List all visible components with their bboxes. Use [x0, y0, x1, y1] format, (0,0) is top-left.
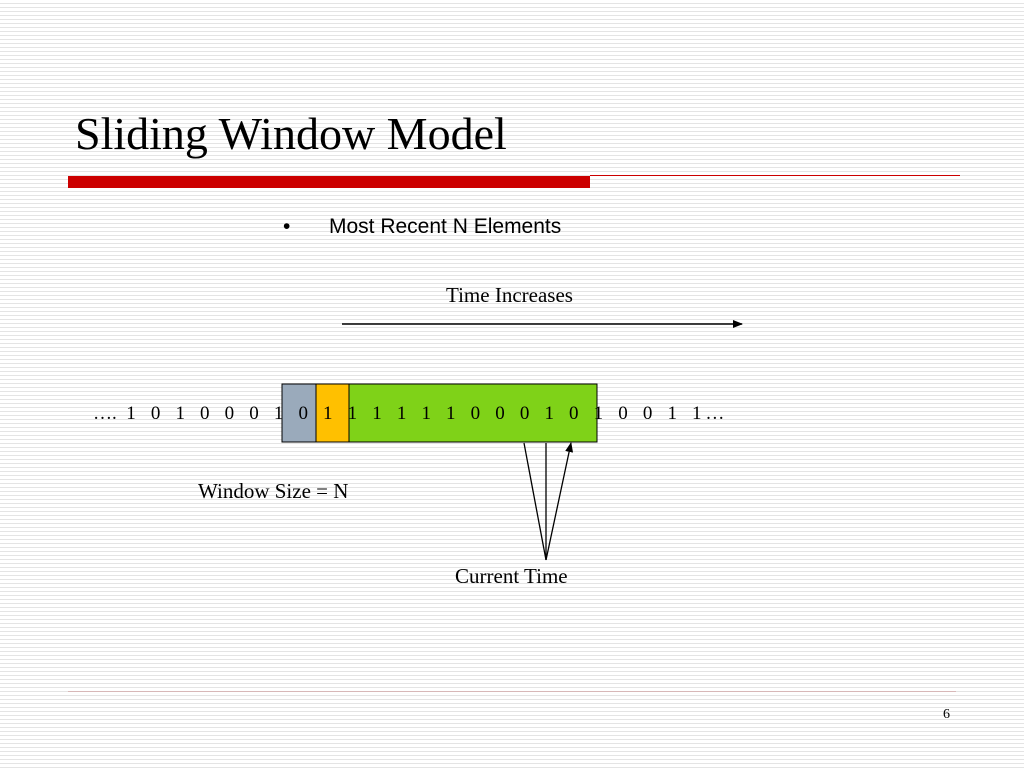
bit-8: 0 [298, 403, 308, 424]
bit-19: 0 [569, 403, 579, 424]
bullet-point: • Most Recent N Elements [283, 214, 561, 240]
bit-6: 0 [249, 403, 259, 424]
bit-16: 0 [495, 403, 505, 424]
footer-divider [68, 691, 956, 692]
bit-1: 1 [126, 403, 136, 424]
bit-4: 0 [200, 403, 210, 424]
bit-15: 0 [470, 403, 481, 424]
bit-2: 0 [150, 403, 161, 424]
bit-17: 0 [519, 403, 530, 424]
oldest-window-element-box [315, 383, 350, 443]
title-underline-rule [590, 175, 960, 176]
window-box [348, 383, 598, 443]
bit-23: 1 [667, 403, 677, 424]
bullet-dot: • [283, 215, 291, 238]
slide-title: Sliding Window Model [75, 108, 507, 159]
bit-24: 1 [692, 403, 702, 424]
sequence-prefix: …. [93, 403, 117, 424]
bit-11: 1 [372, 403, 382, 424]
bit-9: 1 [323, 403, 333, 424]
bit-7: 1 [273, 403, 284, 424]
page-number: 6 [943, 707, 950, 722]
title-underline-bar [68, 176, 590, 188]
current-time-label: Current Time [455, 564, 568, 588]
bit-14: 1 [446, 403, 456, 424]
sequence-suffix: … [705, 403, 725, 424]
bit-21: 0 [618, 403, 628, 424]
expired-element-box [281, 383, 317, 443]
bit-3: 1 [175, 403, 185, 424]
bit-13: 1 [421, 403, 431, 424]
time-increases-label: Time Increases [446, 283, 573, 307]
bit-12: 1 [396, 403, 407, 424]
current-time-pointer-left [523, 442, 547, 561]
bit-20: 1 [593, 403, 604, 424]
bit-22: 0 [642, 403, 653, 424]
bit-10: 1 [347, 403, 358, 424]
bullet-text: Most Recent N Elements [329, 215, 562, 238]
bit-5: 0 [224, 403, 235, 424]
current-time-pointer-right [545, 442, 574, 561]
bit-18: 1 [544, 403, 554, 424]
window-size-label: Window Size = N [198, 479, 349, 503]
